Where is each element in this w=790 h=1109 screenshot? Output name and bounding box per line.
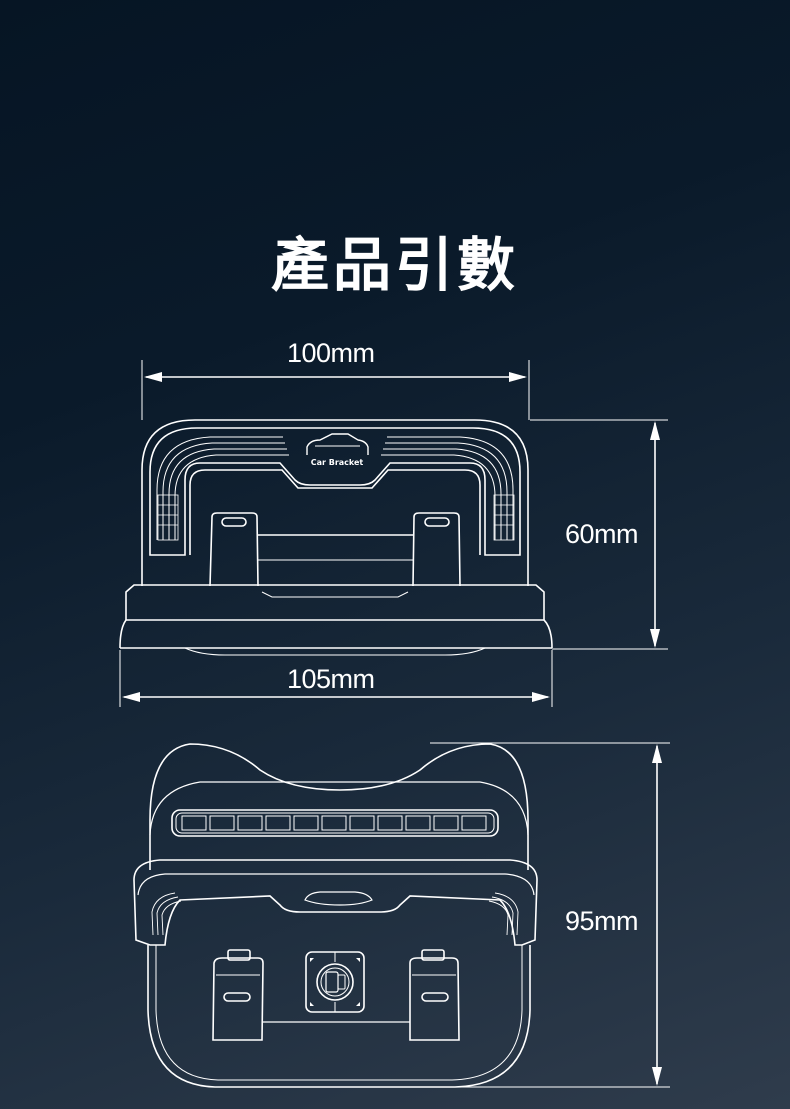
front-view-drawing: Car Bracket [119, 360, 668, 707]
brand-text: Car Bracket [311, 458, 364, 467]
car-logo-icon [306, 433, 369, 455]
top-view-drawing [133, 742, 670, 1088]
width-top-label: 100mm [287, 338, 375, 368]
phone-holder-icon [305, 951, 365, 1013]
depth-label: 95mm [565, 906, 639, 936]
page-title: 產品引數 [270, 231, 519, 299]
height-label: 60mm [565, 519, 639, 549]
width-bottom-label: 105mm [287, 664, 375, 694]
